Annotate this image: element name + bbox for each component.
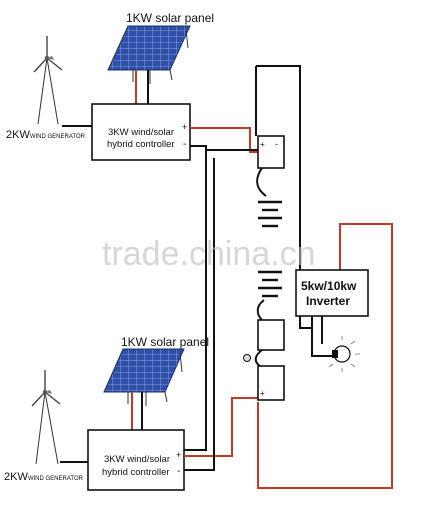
battery-symbol-lower xyxy=(258,270,282,298)
battery-jumper-1 xyxy=(256,167,267,197)
inverter-red-output-loop xyxy=(257,223,393,489)
battery-1-plus: + xyxy=(260,140,265,149)
bottom-generator-mast xyxy=(35,391,46,465)
bottom-controller-positive-wire xyxy=(184,397,258,457)
bottom-panel-leg-3 xyxy=(164,391,168,403)
bottom-wind-generator xyxy=(31,370,61,465)
light-bulb-icon xyxy=(328,336,360,372)
battery-3-plus: + xyxy=(260,389,265,398)
bottom-controller-negative-wire xyxy=(184,158,215,471)
bottom-generator-prefix: 2KW xyxy=(4,471,28,483)
top-solar-panel-cells xyxy=(107,25,191,71)
inverter-line1: 5kw/10kw xyxy=(301,279,357,293)
bottom-generator-label: 2KWWIND GENERATOR xyxy=(4,471,84,483)
inverter: 5kw/10kw Inverter xyxy=(295,269,369,317)
bottom-generator-suffix: WIND GENERATOR xyxy=(28,476,84,482)
top-generator-blade-2 xyxy=(33,57,48,73)
top-generator-suffix: WIND GENERATOR xyxy=(30,134,86,140)
top-controller-line2: hybrid controller xyxy=(107,139,175,150)
top-panel-leg-3 xyxy=(169,69,173,81)
bottom-solar-panel-label: 1KW solar panel xyxy=(121,335,209,349)
battery-stack: + - + xyxy=(243,135,285,401)
battery-1-minus: - xyxy=(275,139,278,149)
top-system: 1KW solar panel 2KWWIND GENERATOR 3KW xyxy=(6,11,214,161)
bottom-generator-brace xyxy=(44,391,59,465)
bottom-generator-tail xyxy=(45,390,52,394)
top-controller-negative-wire xyxy=(184,145,207,451)
top-controller-box xyxy=(91,103,191,161)
top-controller-minus: - xyxy=(183,139,186,150)
top-wind-generator xyxy=(33,36,63,125)
bottom-generator-blade-2 xyxy=(31,391,46,407)
bottom-controller-minus: - xyxy=(177,466,180,477)
bottom-solar-panel xyxy=(103,348,185,406)
bottom-generator-blade-3 xyxy=(44,391,61,405)
top-solar-panel xyxy=(107,25,191,84)
battery-jumper-2 xyxy=(256,299,265,321)
battery-2 xyxy=(257,319,285,351)
bus-top-loop xyxy=(256,65,301,268)
top-generator-tail xyxy=(47,56,54,60)
top-controller-line1: 3KW wind/solar xyxy=(108,127,174,138)
top-generator-blade-3 xyxy=(46,57,63,71)
bottom-controller-plus: + xyxy=(176,450,181,460)
top-generator-prefix: 2KW xyxy=(6,129,30,141)
bottom-panel-leg-4 xyxy=(179,352,183,373)
bottom-controller-box xyxy=(87,429,185,491)
top-controller-plus: + xyxy=(182,122,187,132)
top-controller-positive-wire xyxy=(190,127,258,153)
top-panel-leg-4 xyxy=(185,29,189,49)
inverter-to-bulb-wire-1 xyxy=(311,316,334,357)
battery-3 xyxy=(257,365,285,401)
inverter-line2: Inverter xyxy=(306,294,350,308)
bottom-controller-line1: 3KW wind/solar xyxy=(104,454,170,465)
top-generator-label: 2KWWIND GENERATOR xyxy=(6,129,86,141)
battery-symbol-upper xyxy=(258,200,282,228)
bottom-system: 1KW solar panel 2KWWIND GENERATOR 3KW wi… xyxy=(4,335,209,491)
wiring xyxy=(184,65,393,489)
battery-jumper-3 xyxy=(254,349,263,367)
bottom-solar-panel-cells xyxy=(103,348,185,393)
top-generator-mast xyxy=(37,57,48,125)
top-generator-brace xyxy=(46,57,59,125)
battery-1 xyxy=(257,135,285,169)
bottom-controller-line2: hybrid controller xyxy=(102,467,170,478)
battery-terminal-knob xyxy=(243,354,251,362)
inverter-box xyxy=(295,269,369,317)
watermark-text: trade.china.cn xyxy=(102,235,316,273)
top-solar-panel-label: 1KW solar panel xyxy=(126,11,214,25)
